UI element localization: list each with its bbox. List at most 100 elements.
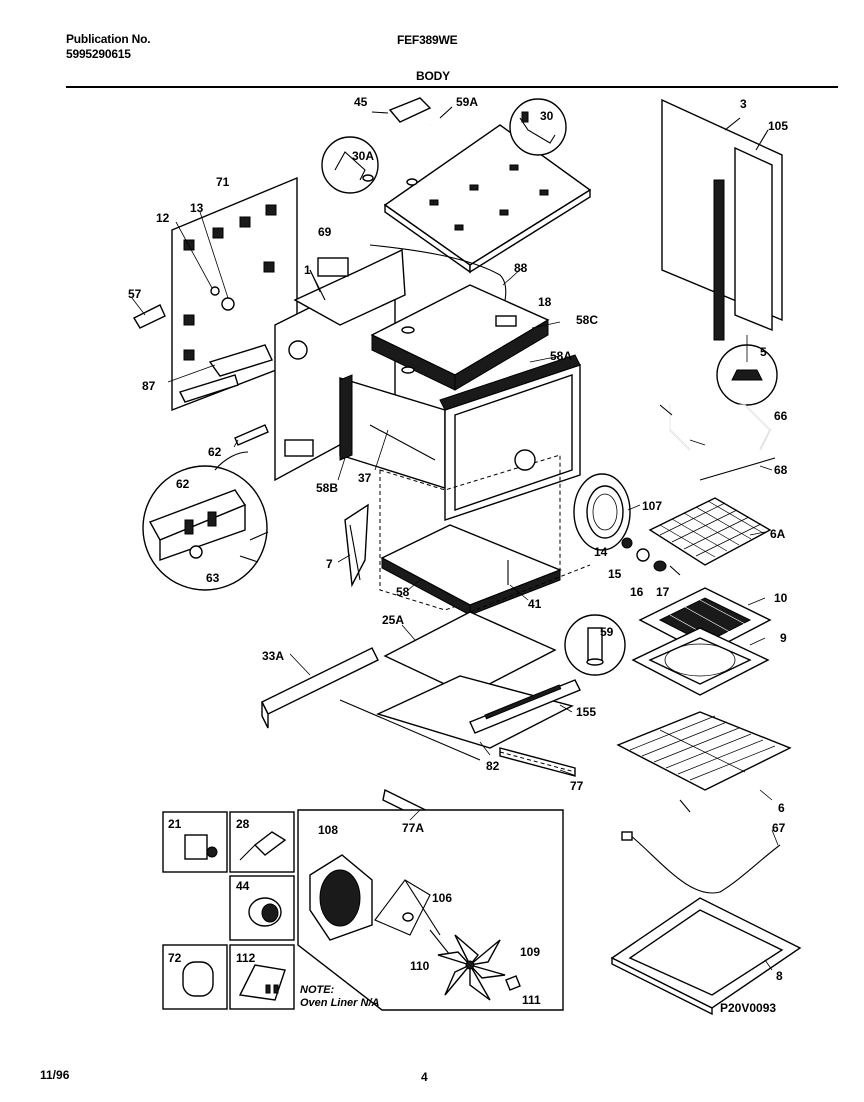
storage-drawer-8: [610, 897, 802, 1016]
callout-67: 67: [772, 821, 786, 835]
oven-liner-58a: [339, 354, 581, 611]
fan-cover-107: [573, 473, 631, 551]
grid-rack-6a: [648, 497, 772, 566]
callout-21: 21: [168, 817, 182, 831]
detail-circle-59: [564, 614, 626, 676]
callout-10: 10: [774, 591, 788, 605]
part-box-28: [229, 811, 295, 873]
callout-9: 9: [780, 631, 787, 645]
callout-58: 58: [396, 585, 410, 599]
callout-71: 71: [216, 175, 230, 189]
callout-1: 1: [304, 263, 311, 277]
callout-13: 13: [190, 201, 204, 215]
callout-112: 112: [236, 951, 256, 965]
oven-top-panel: [383, 124, 592, 274]
callout-69: 69: [318, 225, 332, 239]
callout-30a: 30A: [352, 149, 374, 163]
bottom-panel-82: [376, 675, 581, 777]
detail-circle-30a: [321, 136, 379, 194]
insulation-58b: [339, 374, 436, 461]
callout-111: 111: [522, 993, 541, 1007]
bracket-45: [371, 97, 432, 123]
back-panel-3: [661, 98, 783, 341]
callout-108: 108: [318, 823, 338, 837]
callout-37: 37: [358, 471, 372, 485]
callout-58a: 58A: [550, 349, 572, 363]
fan-assembly-box: [297, 809, 564, 1011]
footer-page-number: 4: [421, 1070, 428, 1084]
callout-44: 44: [236, 879, 250, 893]
callout-58c: 58C: [576, 313, 598, 327]
callout-18: 18: [538, 295, 552, 309]
callout-57: 57: [128, 287, 142, 301]
callout-labels: 45 59A 30 30A 3 105 71 12 13 69 1 88 18 …: [128, 95, 788, 1007]
publication-label: Publication No.: [66, 32, 151, 46]
callout-6a: 6A: [770, 527, 786, 541]
broil-pan-9: [631, 627, 770, 696]
part-box-112: [229, 944, 295, 1010]
callout-87: 87: [142, 379, 156, 393]
callout-77a: 77A: [402, 821, 424, 835]
callout-41: 41: [528, 597, 542, 611]
part-box-44: [229, 875, 295, 941]
callout-72: 72: [168, 951, 182, 965]
detail-circle-30: [509, 98, 567, 156]
hinge-7: [344, 503, 369, 588]
callout-110: 110: [410, 959, 430, 973]
publication-number: 5995290615: [66, 47, 131, 61]
callout-30: 30: [540, 109, 554, 123]
light-assembly: [621, 537, 681, 576]
floor-panel-25a: [383, 564, 591, 696]
callout-15: 15: [608, 567, 622, 581]
diagram-code: P20V0093: [720, 1001, 776, 1015]
callout-45: 45: [354, 95, 368, 109]
bracket-87: [179, 344, 273, 403]
bracket-57: [133, 304, 166, 329]
note-text: Oven Liner N/A: [300, 997, 380, 1009]
callout-14: 14: [594, 545, 608, 559]
callout-62-detail: 62: [176, 477, 190, 491]
callout-59: 59: [600, 625, 614, 639]
callout-68: 68: [774, 463, 788, 477]
oven-rack-6: [616, 711, 792, 813]
detail-circle-5: [716, 335, 778, 406]
detail-circle-62: [142, 451, 269, 591]
callout-12: 12: [156, 211, 170, 225]
note-heading: NOTE:: [300, 984, 335, 996]
broil-element-66: [659, 404, 776, 481]
callout-62-top: 62: [208, 445, 222, 459]
callout-6: 6: [778, 801, 785, 815]
callout-59a: 59A: [456, 95, 478, 109]
header-rule: [66, 86, 838, 88]
callout-7: 7: [326, 557, 333, 571]
callout-58b: 58B: [316, 481, 338, 495]
callout-8: 8: [776, 969, 783, 983]
callout-17: 17: [656, 585, 670, 599]
part-box-21: [162, 811, 228, 873]
power-cord-67: [621, 831, 781, 894]
callout-25a: 25A: [382, 613, 404, 627]
callout-106: 106: [432, 891, 452, 905]
vent-tube-59a: [406, 106, 453, 186]
insulation-58: [380, 524, 562, 616]
terminal-block-62: [234, 424, 269, 446]
callout-3: 3: [740, 97, 747, 111]
callout-88: 88: [514, 261, 528, 275]
callout-28: 28: [236, 817, 250, 831]
part-box-72: [162, 944, 228, 1010]
callout-105: 105: [768, 119, 788, 133]
callout-5: 5: [760, 345, 767, 359]
callout-63: 63: [206, 571, 220, 585]
trim-33a: [261, 647, 481, 761]
leader-lines: [131, 211, 779, 971]
footer-date: 11/96: [40, 1068, 70, 1082]
callout-82: 82: [486, 759, 500, 773]
callout-77: 77: [570, 779, 584, 793]
section-title: BODY: [416, 69, 450, 83]
callout-33a: 33A: [262, 649, 284, 663]
model-number: FEF389WE: [397, 33, 458, 47]
callout-109: 109: [520, 945, 540, 959]
callout-107: 107: [642, 499, 662, 513]
callout-155: 155: [576, 705, 596, 719]
